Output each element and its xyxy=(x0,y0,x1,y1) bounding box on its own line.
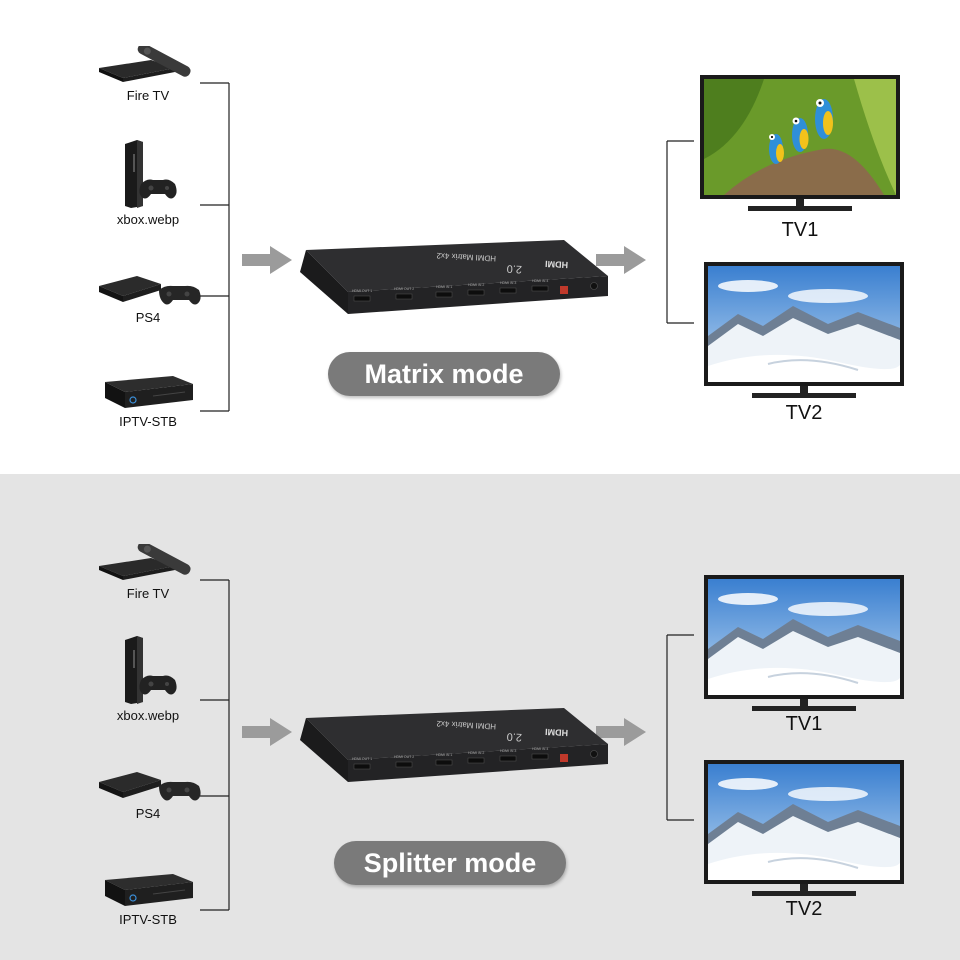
hdmi-matrix-device: HDMI HDMI Matrix 4x2 2.0 HDMI OUT 1 HDMI… xyxy=(300,240,608,314)
port-label: HDMI IN 1 xyxy=(436,285,452,289)
source-ps4: PS4 xyxy=(93,268,203,325)
port-label: HDMI IN 2 xyxy=(468,283,484,287)
source-label: xbox.webp xyxy=(116,212,180,227)
fire-tv-icon xyxy=(99,46,191,82)
tv-screen xyxy=(700,75,900,199)
parrots-image xyxy=(704,79,896,195)
xbox-console-icon xyxy=(125,636,177,704)
source-ps4: PS4 xyxy=(93,764,203,821)
tv-stand xyxy=(752,884,856,896)
port-label: HDMI OUT 1 xyxy=(352,757,372,761)
tv-label: TV2 xyxy=(785,898,823,920)
port-label: HDMI IN 1 xyxy=(436,753,452,757)
source-fire-tv: Fire TV xyxy=(93,544,203,601)
source-label: xbox.webp xyxy=(116,708,180,723)
mode-label-splitter: Splitter mode xyxy=(334,841,566,885)
version-label: 2.0 xyxy=(506,262,522,275)
port-label: HDMI OUT 2 xyxy=(394,287,414,291)
brand-logo: HDMI xyxy=(545,259,568,270)
source-label: IPTV-STB xyxy=(119,912,177,927)
tv-stand xyxy=(748,199,852,211)
port-label: HDMI IN 4 xyxy=(532,747,548,751)
matrix-mode-panel: Fire TV xbox.webp PS4 xyxy=(0,0,960,474)
source-fire-tv: Fire TV xyxy=(93,46,203,103)
port-label: HDMI OUT 2 xyxy=(394,755,414,759)
xbox-console-icon xyxy=(125,140,177,208)
tv-stand xyxy=(752,386,856,398)
splitter-wiring xyxy=(200,579,694,911)
brand-logo: HDMI xyxy=(545,727,568,738)
source-label: PS4 xyxy=(135,806,161,821)
splitter-mode-panel: Fire TV xbox.webp PS4 xyxy=(0,474,960,960)
source-label: Fire TV xyxy=(126,586,170,601)
version-label: 2.0 xyxy=(506,730,522,743)
source-xbox: xbox.webp xyxy=(93,636,203,723)
dip-switch xyxy=(560,754,568,762)
snowy-mountains-image xyxy=(708,266,900,382)
tv-stand xyxy=(752,699,856,711)
model-label: HDMI Matrix 4x2 xyxy=(436,251,497,263)
input-arrow xyxy=(242,718,292,746)
power-jack xyxy=(590,750,598,758)
matrix-wiring xyxy=(200,82,694,412)
snowy-mountains-image xyxy=(708,764,900,880)
input-arrow xyxy=(242,246,292,274)
fire-tv-icon xyxy=(99,544,191,580)
tv-screen xyxy=(704,760,904,884)
output-arrow xyxy=(596,246,646,274)
port-label: HDMI IN 3 xyxy=(500,749,516,753)
set-top-box-icon xyxy=(105,874,193,906)
mode-label-matrix: Matrix mode xyxy=(328,352,560,396)
ps4-console-icon xyxy=(99,772,201,801)
power-jack xyxy=(590,282,598,290)
dip-switch xyxy=(560,286,568,294)
port-label: HDMI IN 4 xyxy=(532,279,548,283)
tv-label: TV1 xyxy=(781,219,819,241)
snowy-mountains-image xyxy=(708,579,900,695)
source-xbox: xbox.webp xyxy=(93,140,203,227)
tv-label: TV1 xyxy=(785,713,823,735)
source-label: IPTV-STB xyxy=(119,414,177,429)
hdmi-matrix-device: HDMI HDMI Matrix 4x2 2.0 HDMI OUT 1 HDMI… xyxy=(300,708,608,782)
set-top-box-icon xyxy=(105,376,193,408)
port-label: HDMI OUT 1 xyxy=(352,289,372,293)
port-label: HDMI IN 2 xyxy=(468,751,484,755)
source-label: Fire TV xyxy=(126,88,170,103)
tv-label: TV2 xyxy=(785,402,823,424)
model-label: HDMI Matrix 4x2 xyxy=(436,719,497,731)
source-iptv-stb: IPTV-STB xyxy=(93,870,203,927)
ps4-console-icon xyxy=(99,276,201,305)
tv-screen xyxy=(704,262,904,386)
source-iptv-stb: IPTV-STB xyxy=(93,372,203,429)
source-label: PS4 xyxy=(135,310,161,325)
output-arrow xyxy=(596,718,646,746)
tv-screen xyxy=(704,575,904,699)
port-label: HDMI IN 3 xyxy=(500,281,516,285)
